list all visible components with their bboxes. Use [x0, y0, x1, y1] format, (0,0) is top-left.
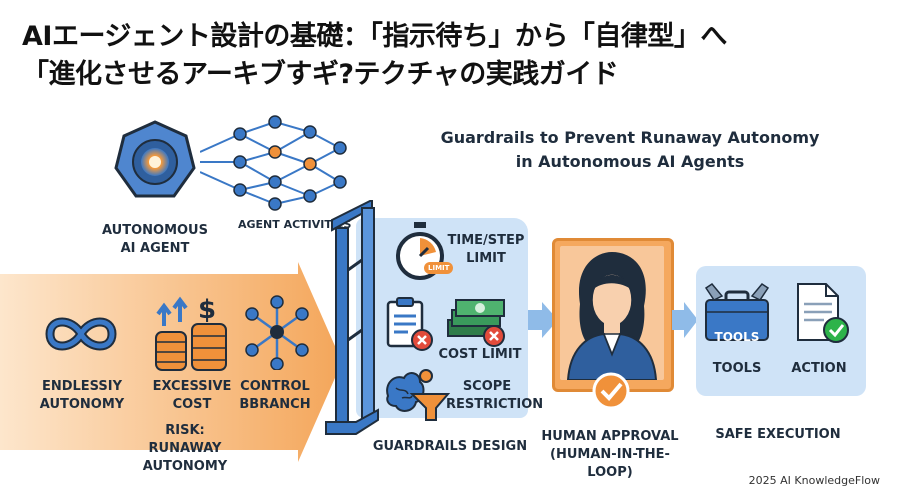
- agent-activities-network-icon: [200, 112, 350, 212]
- tools-label: TOOLS: [712, 361, 762, 376]
- risk-control-branch-label: CONTROL BBRANCH: [220, 378, 330, 414]
- scope-line1: SCOPE: [462, 379, 512, 394]
- infinity-loop-icon: [42, 312, 120, 356]
- risk-item-line2: BBRANCH: [239, 397, 311, 412]
- approval-line2: (HUMAN-IN-THE-LOOP): [550, 447, 670, 480]
- subtitle-line1: Guardrails to Prevent Runaway Autonomy: [440, 128, 820, 147]
- autonomous-agent-label: AUTONOMOUS AI AGENT: [95, 222, 215, 258]
- human-approval-label: HUMAN APPROVAL (HUMAN-IN-THE-LOOP): [530, 428, 690, 482]
- guardrails-design-label: GUARDRAILS DESIGN: [372, 439, 528, 454]
- time-limit-line2: LIMIT: [466, 251, 506, 266]
- page-title-line1: AIエージェント設計の基礎：「指示待ち」から「自律型」へ: [22, 21, 727, 52]
- agent-label-line1: AUTONOMOUS: [102, 223, 208, 238]
- risk-item-line1: EXCESSIVE: [152, 379, 232, 394]
- autonomous-agent-icon: [112, 118, 198, 204]
- agent-label-line2: AI AGENT: [120, 241, 190, 256]
- risk-endless-autonomy-label: ENDLESSIY AUTONOMY: [22, 378, 142, 414]
- risk-item-line2: AUTONOMY: [39, 397, 125, 412]
- risk-label-line2: RUNAWAY AUTONOMY: [142, 441, 228, 474]
- coin-stack-icon: $: [152, 292, 232, 372]
- svg-text:$: $: [198, 295, 216, 325]
- approval-check-icon: [592, 372, 630, 410]
- toolbox-label: TOOLS: [714, 330, 760, 344]
- approval-line1: HUMAN APPROVAL: [541, 429, 679, 444]
- toolbox-icon: [702, 282, 772, 342]
- time-step-limit-label: TIME/STEP LIMIT: [446, 232, 526, 268]
- risk-label: RISK: RUNAWAY AUTONOMY: [110, 422, 260, 476]
- guardrail-barrier-icon: [322, 200, 382, 440]
- agent-activities-label: AGENT ACTIVITIES: [238, 218, 352, 231]
- page-title-line2: 「進化させるアーキブすギ?テクチャの実践ガイド: [22, 59, 619, 90]
- safe-execution-label: SAFE EXECUTION: [715, 427, 841, 442]
- scope-restriction-label: SCOPE RESTRICTION: [446, 378, 544, 414]
- copyright-text: 2025 AI KnowledgeFlow: [748, 474, 880, 487]
- action-label: ACTION: [791, 361, 847, 376]
- human-avatar-icon: [560, 246, 664, 380]
- action-document-icon: [792, 282, 852, 344]
- diagram-subtitle: Guardrails to Prevent Runaway Autonomy i…: [440, 126, 820, 174]
- limit-badge: LIMIT: [424, 262, 454, 274]
- arrow-to-approval: [528, 302, 558, 338]
- scope-line2: RESTRICTION: [446, 397, 544, 412]
- risk-excessive-cost-label: EXCESSIVE COST: [132, 378, 252, 414]
- subtitle-line2: in Autonomous AI Agents: [515, 152, 745, 171]
- risk-label-line1: RISK:: [165, 423, 205, 438]
- time-limit-line1: TIME/STEP: [447, 233, 525, 248]
- branch-network-icon: [242, 294, 312, 370]
- cost-limit-label: COST LIMIT: [438, 347, 522, 362]
- clipboard-icon: [384, 296, 434, 352]
- money-stack-icon: [444, 292, 510, 350]
- brain-gear-filter-icon: [382, 366, 454, 422]
- risk-item-line1: ENDLESSIY: [41, 379, 123, 394]
- risk-item-line1: CONTROL: [240, 379, 310, 394]
- risk-item-line2: COST: [172, 397, 212, 412]
- arrow-to-execution: [672, 302, 698, 338]
